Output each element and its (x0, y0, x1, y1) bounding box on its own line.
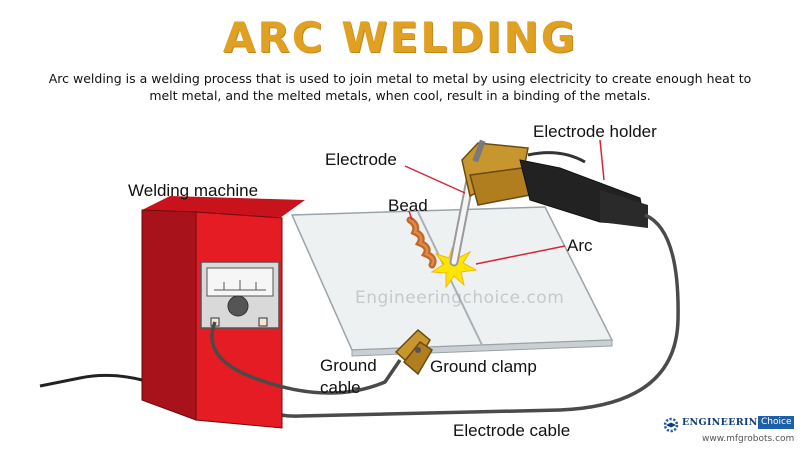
ground-cable (210, 321, 402, 395)
logo-text-sub: Choice (758, 416, 795, 429)
label-ground-cable-line1: Ground (320, 356, 377, 375)
electrode-holder-pointer (599, 139, 605, 181)
arc-pointer (475, 245, 566, 265)
graduation-cap-icon (666, 422, 676, 428)
site-url: www.mfgrobots.com (702, 434, 795, 444)
arc-flash (430, 246, 478, 289)
ground-clamp (394, 328, 434, 376)
label-ground-cable-line2: cable (320, 378, 361, 397)
description-text: Arc welding is a welding process that is… (48, 71, 752, 103)
welding-machine (141, 196, 305, 429)
label-bead: Bead (388, 196, 428, 215)
gear-icon (663, 417, 679, 433)
watermark: Engineeringchoice.com (355, 288, 565, 308)
electrode-pointer (404, 165, 466, 194)
bead-pointer (408, 210, 413, 221)
label-arc: Arc (567, 236, 593, 255)
label-electrode: Electrode (325, 150, 397, 169)
label-ground-clamp: Ground clamp (430, 357, 537, 376)
logo-text-main: ENGINEERING (682, 417, 767, 428)
electrode-holder (461, 139, 648, 228)
power-cord (39, 373, 143, 388)
page-title: ARC WELDING (222, 13, 578, 62)
label-welding-machine: Welding machine (128, 181, 259, 200)
engineering-choice-logo: ENGINEERING Choice (662, 416, 795, 433)
label-electrode-cable: Electrode cable (453, 421, 571, 440)
label-electrode-holder: Electrode holder (533, 122, 657, 141)
